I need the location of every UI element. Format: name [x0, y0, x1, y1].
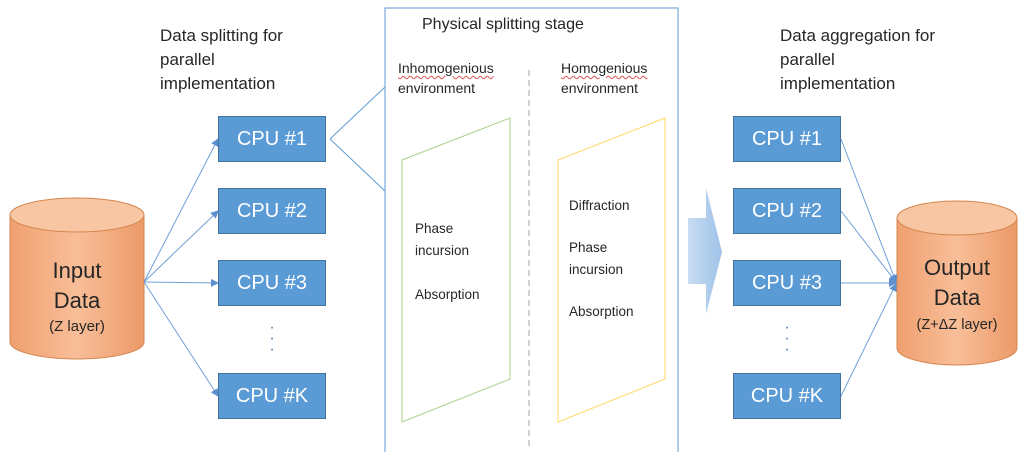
split-caption-line: Data splitting for — [160, 26, 283, 45]
input-data-label: Input Data (Z layer) — [10, 256, 144, 338]
process-item: incursion — [569, 262, 624, 277]
split-caption-line: parallel — [160, 50, 215, 69]
homogeneous-title: Homogenious environment — [561, 58, 647, 98]
process-item: Diffraction — [569, 198, 630, 213]
stage-flow-arrow — [688, 188, 722, 314]
cpu-left-1: CPU #1 — [218, 116, 326, 162]
homogeneous-processes: Diffraction Phase incursion Absorption — [569, 195, 634, 323]
homogeneous-title-line: environment — [561, 80, 639, 96]
cpu-left-2: CPU #2 — [218, 188, 326, 234]
cpu-right-ellipsis: ··· — [784, 319, 790, 358]
aggregation-caption-line: parallel — [780, 50, 835, 69]
process-item — [415, 262, 480, 284]
aggregation-arrows — [840, 138, 898, 397]
process-item: Phase — [569, 240, 608, 255]
output-label-line3: (Z+ΔZ layer) — [916, 317, 998, 333]
output-data-cylinder — [896, 200, 1018, 366]
output-label-line1: Output — [923, 255, 991, 280]
cpu-right-2: CPU #2 — [733, 188, 841, 234]
homogeneous-title-line: Homogenious — [561, 60, 648, 76]
inhomogeneous-layer-shape — [401, 117, 511, 423]
process-item — [569, 217, 634, 237]
input-data-cylinder — [9, 197, 145, 360]
inhomogeneous-title-line: environment — [398, 80, 476, 96]
cpu-right-3: CPU #3 — [733, 260, 841, 306]
split-caption-line: implementation — [160, 74, 276, 93]
aggregation-caption-line: implementation — [780, 74, 896, 93]
process-item — [569, 281, 634, 301]
inhomogeneous-title-line: Inhomogenious — [398, 60, 494, 76]
input-label-line1: Input — [52, 258, 102, 283]
input-label-line2: Data — [53, 288, 101, 313]
cpu-left-ellipsis: ··· — [269, 319, 275, 358]
output-label-line2: Data — [933, 285, 981, 310]
inhomogeneous-title: Inhomogenious environment — [398, 58, 494, 98]
callout-line-bottom — [329, 138, 386, 192]
process-item: Absorption — [415, 287, 480, 302]
process-item: Phase — [415, 221, 454, 236]
aggregation-caption: Data aggregation for parallel implementa… — [780, 24, 935, 96]
cpu-right-1: CPU #1 — [733, 116, 841, 162]
split-caption: Data splitting for parallel implementati… — [160, 24, 283, 96]
stage-title: Physical splitting stage — [422, 16, 584, 33]
physical-stage-panel — [384, 7, 679, 452]
aggregation-caption-line: Data aggregation for — [780, 26, 935, 45]
process-item: Absorption — [569, 304, 634, 319]
homogeneous-layer-shape — [557, 117, 666, 423]
output-data-label: Output Data (Z+ΔZ layer) — [897, 253, 1017, 337]
callout-line-top — [329, 86, 386, 140]
cpu-left-3: CPU #3 — [218, 260, 326, 306]
cpu-right-k: CPU #K — [733, 373, 841, 419]
split-arrows — [143, 138, 219, 397]
input-label-line3: (Z layer) — [49, 318, 105, 335]
inhomogeneous-processes: Phase incursion Absorption — [415, 218, 480, 306]
cpu-left-k: CPU #K — [218, 373, 326, 419]
process-item: incursion — [415, 243, 470, 258]
